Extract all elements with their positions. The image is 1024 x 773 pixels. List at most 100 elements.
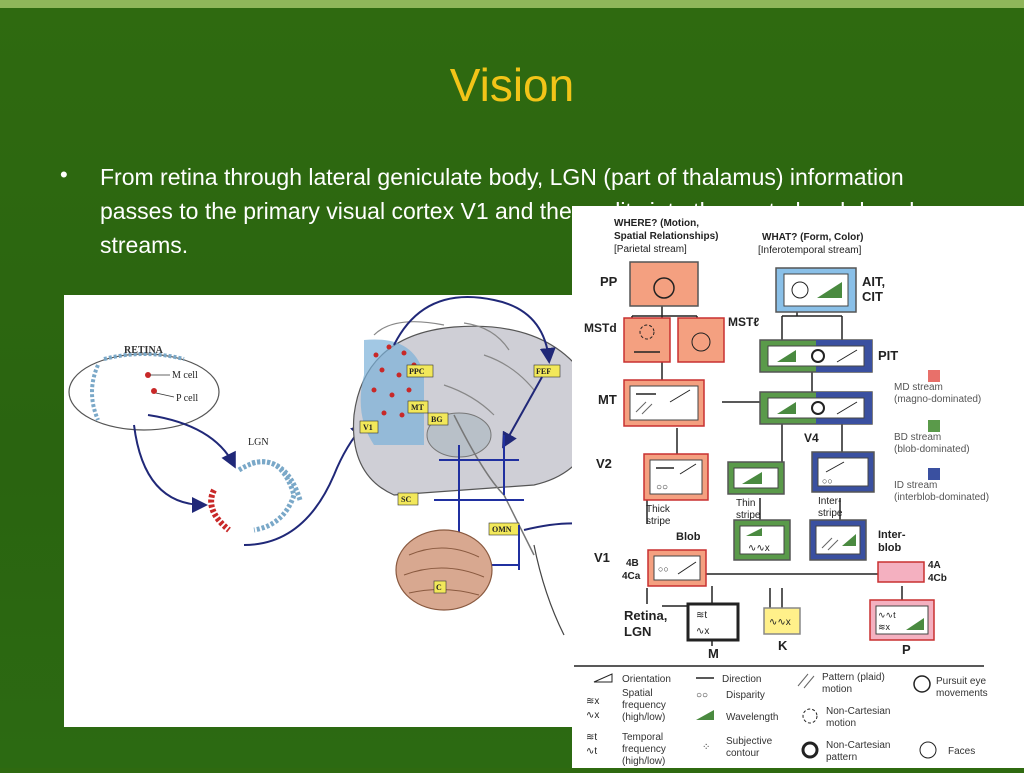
p-temporal-icon: ∿∿t: [878, 610, 896, 620]
md-stream-swatch: [928, 370, 940, 382]
pit-inner: [767, 345, 865, 367]
ppc-label: PPC: [409, 367, 425, 376]
lgn-m-layers: [208, 488, 231, 533]
interstripe-label-1: Inter-: [818, 496, 841, 507]
thin-wavelength-icon: [742, 472, 762, 484]
legend-temporal-text-3: (high/low): [622, 756, 665, 767]
layer-4ca-label: 4Ca: [622, 571, 641, 582]
thick-orientation-icon: [679, 463, 697, 475]
brainstem-lower-outline: [533, 544, 565, 636]
legend-faces-icon: [919, 741, 937, 759]
fef-label: FEF: [536, 367, 551, 376]
thick-stripe-label-1: Thick: [646, 504, 671, 515]
bd-stream-swatch: [928, 420, 940, 432]
legend-pattern-text-1: Pattern (plaid): [822, 672, 885, 683]
cerebellum: [395, 529, 493, 611]
symbol-legend: Orientation Direction Pattern (plaid) mo…: [586, 672, 988, 767]
fef-label-box: [533, 364, 561, 378]
visual-streams-diagram: WHERE? (Motion, Spatial Relationships) […: [574, 218, 989, 767]
sc-label: SC: [401, 495, 411, 504]
retina-to-lgn-arrow-lower: [133, 424, 208, 513]
legend-faces-text: Faces: [948, 746, 975, 757]
retina-cell-layer: [90, 364, 100, 421]
id-stream-desc: (interblob-dominated): [894, 492, 989, 503]
where-heading-2: Spatial Relationships): [614, 231, 718, 242]
legend-temporal-icon-low: ∿t: [586, 746, 597, 757]
bd-stream-label: BD stream: [894, 432, 941, 443]
thin-stripe-label-1: Thin: [736, 498, 755, 509]
lgn-p-layers-outer: [251, 459, 303, 501]
blob-wavelength-icon: [746, 528, 762, 536]
mt-area-label: MT: [598, 392, 617, 407]
v2-label: V2: [596, 456, 612, 471]
k-pathway-label: K: [778, 638, 788, 653]
fef-descending-arrow: [502, 376, 543, 449]
id-stream-label: ID stream: [894, 480, 937, 491]
p-pathway-label: P: [902, 642, 911, 657]
p-cell-dot: [151, 388, 157, 394]
layer-4b-orientation-icon: [677, 561, 697, 575]
interblob-label-1: Inter-: [878, 529, 906, 541]
v1-area-label: V1: [594, 550, 610, 565]
mstl-label: MSTℓ: [728, 315, 759, 329]
legend-noncart-pattern-text-1: Non-Cartesian: [826, 740, 890, 751]
legend-pursuit-text-2: movements: [936, 688, 988, 699]
retina-lgn-label-2: LGN: [624, 624, 651, 639]
lgn-label: LGN: [248, 437, 269, 448]
interstripe-disparity-icon: ○○: [822, 476, 833, 486]
thick-disparity-icon: ○○: [656, 482, 668, 493]
layer-4cb-label: 4Cb: [928, 573, 947, 584]
mt-label-box: [407, 400, 429, 414]
mt-pattern-icon: [635, 401, 653, 415]
legend-spatial-icon-low: ∿x: [586, 710, 599, 721]
legend-disparity-icon: ○○: [696, 690, 708, 701]
interblob-label-2: blob: [878, 542, 901, 554]
thin-stripe-label-2: stripe: [736, 510, 761, 521]
pit-pattern-icon: [811, 349, 825, 363]
legend-subjective-text-2: contour: [726, 748, 760, 759]
ait-label: AIT,: [862, 274, 885, 289]
pit-wavelength-icon: [777, 350, 796, 362]
omn-label: OMN: [492, 525, 512, 534]
mt-orientation-icon: [669, 389, 691, 403]
legend-direction-text: Direction: [722, 674, 761, 685]
legend-temporal-icon: ≋t: [586, 732, 597, 743]
legend-subjective-text-1: Subjective: [726, 736, 773, 747]
p-cell-pointer: [155, 392, 175, 398]
mstd-label: MSTd: [584, 321, 617, 335]
layer-4a-label: 4A: [928, 560, 941, 571]
m-pathway-box: [686, 602, 740, 642]
m-pathway-label: M: [708, 646, 719, 661]
retina-label: RETINA: [124, 345, 164, 356]
md-stream-label: MD stream: [894, 382, 943, 393]
mstl-box: [677, 317, 725, 363]
v1-label-box: [359, 420, 379, 434]
p-cell-label: P cell: [176, 393, 198, 404]
what-heading-1: WHAT? (Form, Color): [762, 232, 863, 243]
where-heading-1: WHERE? (Motion,: [614, 218, 699, 229]
m-temporal-icon: ≋t: [696, 610, 707, 621]
brain-gyri-lines: [373, 321, 535, 416]
mt-label: MT: [411, 403, 425, 412]
lgn-to-v1-arrow: [243, 422, 367, 546]
interstripe-label-2: stripe: [818, 508, 843, 519]
k-spatial-icon: ∿∿x: [769, 617, 791, 628]
c-label: C: [436, 583, 442, 592]
legend-pursuit-text-1: Pursuit eye: [936, 676, 986, 687]
ppc-label-box: [406, 364, 434, 378]
interblob-pattern-icon: [821, 537, 839, 551]
interblob-wavelength-icon: [842, 534, 856, 546]
blob-label: Blob: [676, 531, 701, 543]
retina-to-lgn-arrow-upper: [147, 414, 236, 469]
ait-faces-icon: [791, 281, 809, 299]
c-label-box: [433, 580, 447, 594]
layer-4b-label: 4B: [626, 558, 639, 569]
cit-label: CIT: [862, 289, 883, 304]
ppc-to-fef-arrow: [393, 296, 556, 364]
v4-label: V4: [804, 431, 819, 445]
legend-spatial-text-3: (high/low): [622, 712, 665, 723]
pit-orientation-icon: [836, 349, 858, 363]
pit-label: PIT: [878, 348, 898, 363]
v4-pattern-icon: [811, 401, 825, 415]
legend-subjective-icon: ⁘: [702, 742, 710, 753]
